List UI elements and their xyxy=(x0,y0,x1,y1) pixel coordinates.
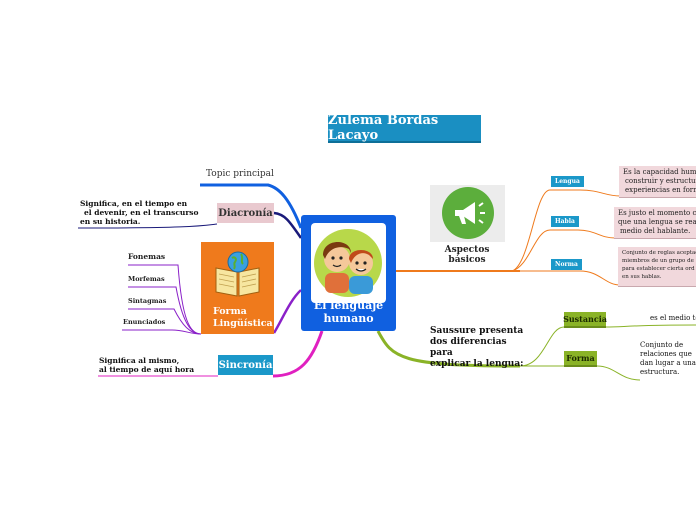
norma-definition[interactable]: Conjunto de reglas aceptad miembros de u… xyxy=(618,247,696,287)
children-image-icon xyxy=(311,223,386,303)
connector-sincronia xyxy=(272,330,324,378)
item-fonemas[interactable]: Fonemas xyxy=(128,252,166,261)
chip-lengua[interactable]: Lengua xyxy=(551,176,584,187)
book-globe-icon xyxy=(213,250,263,300)
sincronia-node[interactable]: Sincronía xyxy=(218,355,273,375)
lengua-def-line1: Es la capacidad humana xyxy=(623,168,696,176)
diacronia-note-line3: en su historia. xyxy=(80,217,141,226)
connector-habla xyxy=(511,229,578,272)
forma-note-line3: dan lugar a una xyxy=(640,359,696,367)
habla-definition[interactable]: Es justo el momento con que una lengua s… xyxy=(614,207,696,239)
diacronia-note-line1: Significa, en el tiempo en xyxy=(80,199,188,208)
chip-sustancia[interactable]: Sustancia xyxy=(563,312,607,328)
connector-enunciados xyxy=(122,329,202,335)
connector-topic xyxy=(200,183,303,229)
central-node[interactable]: El lenguaje humano xyxy=(301,215,396,331)
connector-diacronia-note xyxy=(77,223,218,229)
sincronia-note: Significa al mismo, al tiempo de aquí ho… xyxy=(99,356,194,374)
forma-linguistica-label-line1: Forma xyxy=(213,306,247,317)
connector-saussure xyxy=(376,330,521,368)
chip-forma[interactable]: Forma xyxy=(564,351,597,367)
sustancia-note: es el medio tot xyxy=(650,314,696,322)
connector-diacronia xyxy=(273,211,303,239)
connector-lengua xyxy=(511,189,580,272)
forma-note: Conjunto de relaciones que dan lugar a u… xyxy=(640,341,696,377)
item-enunciados[interactable]: Enunciados xyxy=(123,318,166,326)
saussure-line2: dos diferencias para xyxy=(430,337,507,358)
habla-def-line1: Es justo el momento con xyxy=(618,209,696,217)
norma-def-line4: en sus hablas. xyxy=(622,274,662,280)
central-label-line1: El lenguaje xyxy=(313,299,384,312)
central-label: El lenguaje humano xyxy=(301,299,396,325)
forma-linguistica-node[interactable]: Forma Lingüística xyxy=(201,242,274,334)
forma-note-line1: Conjunto de xyxy=(640,341,684,349)
sincronia-note-line1: Significa al mismo, xyxy=(99,356,180,365)
diacronia-note-line2: el devenir, en el transcurso xyxy=(84,208,199,217)
saussure-line1: Saussure presenta xyxy=(430,326,524,336)
forma-linguistica-label: Forma Lingüística xyxy=(213,306,273,330)
connector-sustancia-note xyxy=(605,324,696,328)
sincronia-note-line2: al tiempo de aquí hora xyxy=(99,365,195,374)
connector-forma xyxy=(272,289,302,334)
norma-def-line1: Conjunto de reglas aceptad xyxy=(622,250,696,256)
diacronia-note: Significa, en el tiempo en el devenir, e… xyxy=(80,199,199,226)
forma-note-line4: estructura. xyxy=(640,368,680,376)
connector-forma-note xyxy=(596,365,641,381)
item-morfemas[interactable]: Morfemas xyxy=(128,275,165,283)
habla-def-line2: que una lengua se realiz xyxy=(618,218,696,226)
diacronia-node[interactable]: Diacronía xyxy=(217,203,274,223)
chip-norma[interactable]: Norma xyxy=(551,259,582,270)
megaphone-icon xyxy=(441,186,495,240)
aspectos-label: Aspectos básicos xyxy=(438,245,496,265)
norma-def-line2: miembros de un grupo de xyxy=(622,258,694,264)
habla-def-line3: medio del hablante. xyxy=(620,227,691,235)
lengua-def-line3: experiencias en formas xyxy=(625,186,696,194)
forma-note-line2: relaciones que xyxy=(640,350,692,358)
forma-linguistica-label-line2: Lingüística xyxy=(213,318,273,329)
lengua-definition[interactable]: Es la capacidad humana construir y estru… xyxy=(619,166,696,198)
norma-def-line3: para establecer cierta ord xyxy=(622,266,695,272)
aspectos-label-line1: Aspectos xyxy=(444,245,490,255)
saussure-node[interactable]: Saussure presenta dos diferencias para e… xyxy=(430,326,530,370)
chip-habla[interactable]: Habla xyxy=(551,216,579,227)
connector-sustancia xyxy=(519,326,565,367)
map-title[interactable]: Zulema Bordas Lacayo xyxy=(328,113,481,143)
saussure-line3: explicar la lengua: xyxy=(430,359,524,369)
lengua-def-line2: construir y estructurar xyxy=(625,177,696,185)
topic-principal[interactable]: Topic principal xyxy=(206,169,274,179)
aspectos-label-line2: básicos xyxy=(448,255,486,265)
central-label-line2: humano xyxy=(323,312,374,325)
item-sintagmas[interactable]: Sintagmas xyxy=(128,297,167,305)
aspectos-node[interactable] xyxy=(430,185,505,242)
